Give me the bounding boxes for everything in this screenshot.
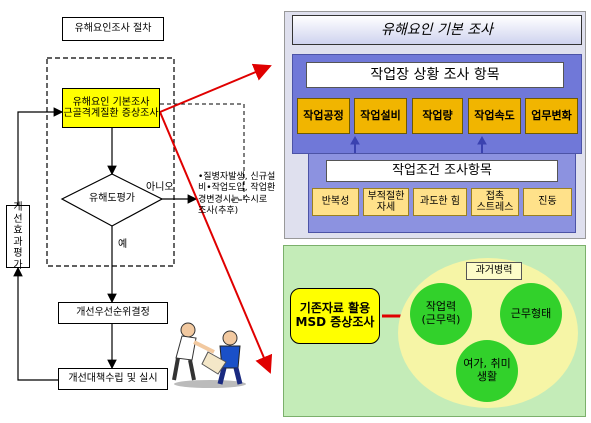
site-item: 작업량 [412,98,463,134]
msd-survey-box: 기존자료 활용 MSD 증상조사 [290,288,380,344]
past-history-tag: 과거병력 [466,262,522,280]
condition-item: 접촉 스트레스 [471,188,519,216]
dashed-feedback-line [160,103,245,201]
no-label: 아니오 [146,182,174,193]
red-arrow-down [159,111,273,374]
site-item: 작업공정 [297,98,350,134]
flowchart-connectors [13,57,273,381]
step-implement: 개선대책수립 및 실시 [58,368,168,390]
condition-item: 부적절한 자세 [363,188,409,216]
condition-item: 반복성 [312,188,359,216]
site-survey-header: 작업장 상황 조사 항목 [306,62,564,88]
condition-item: 과도한 힘 [413,188,467,216]
decision-diamond [60,173,164,227]
step-basic-survey: 유해요인 기본조사 근골격계질환 증상조사 [62,88,160,128]
step-basic-survey-line1: 유해요인 기본조사 [72,96,150,108]
step-basic-survey-line2: 근골격계질환 증상조사 [63,108,159,119]
condition-survey-header: 작업조건 조사항목 [326,160,558,182]
improvement-evaluation-box: 개선 효과 평가 [6,202,30,271]
site-item: 작업설비 [354,98,407,134]
procedure-title: 유해요인조사 절차 [62,17,164,41]
worker-lifting-illustration-icon [172,322,246,388]
yes-label: 예 [118,239,128,250]
work-type-circle: 근무형태 [500,283,562,345]
basic-survey-title: 유해요인 기본 조사 [292,15,582,45]
red-arrow-up [159,63,272,113]
decision-label: 유해도평가 [89,193,135,205]
adhoc-survey-note: •질병자발생, 신규설 비•작업도입, 작업환 경변경시는 수시로 조사(추후) [198,172,276,216]
leisure-circle: 여가, 취미 생활 [456,340,518,402]
work-history-circle: 작업력 (근무력) [410,283,472,345]
site-item: 업무변화 [525,98,578,134]
step-priority: 개선우선순위결정 [58,302,168,324]
site-item: 작업속도 [468,98,521,134]
condition-item: 진동 [523,188,572,216]
